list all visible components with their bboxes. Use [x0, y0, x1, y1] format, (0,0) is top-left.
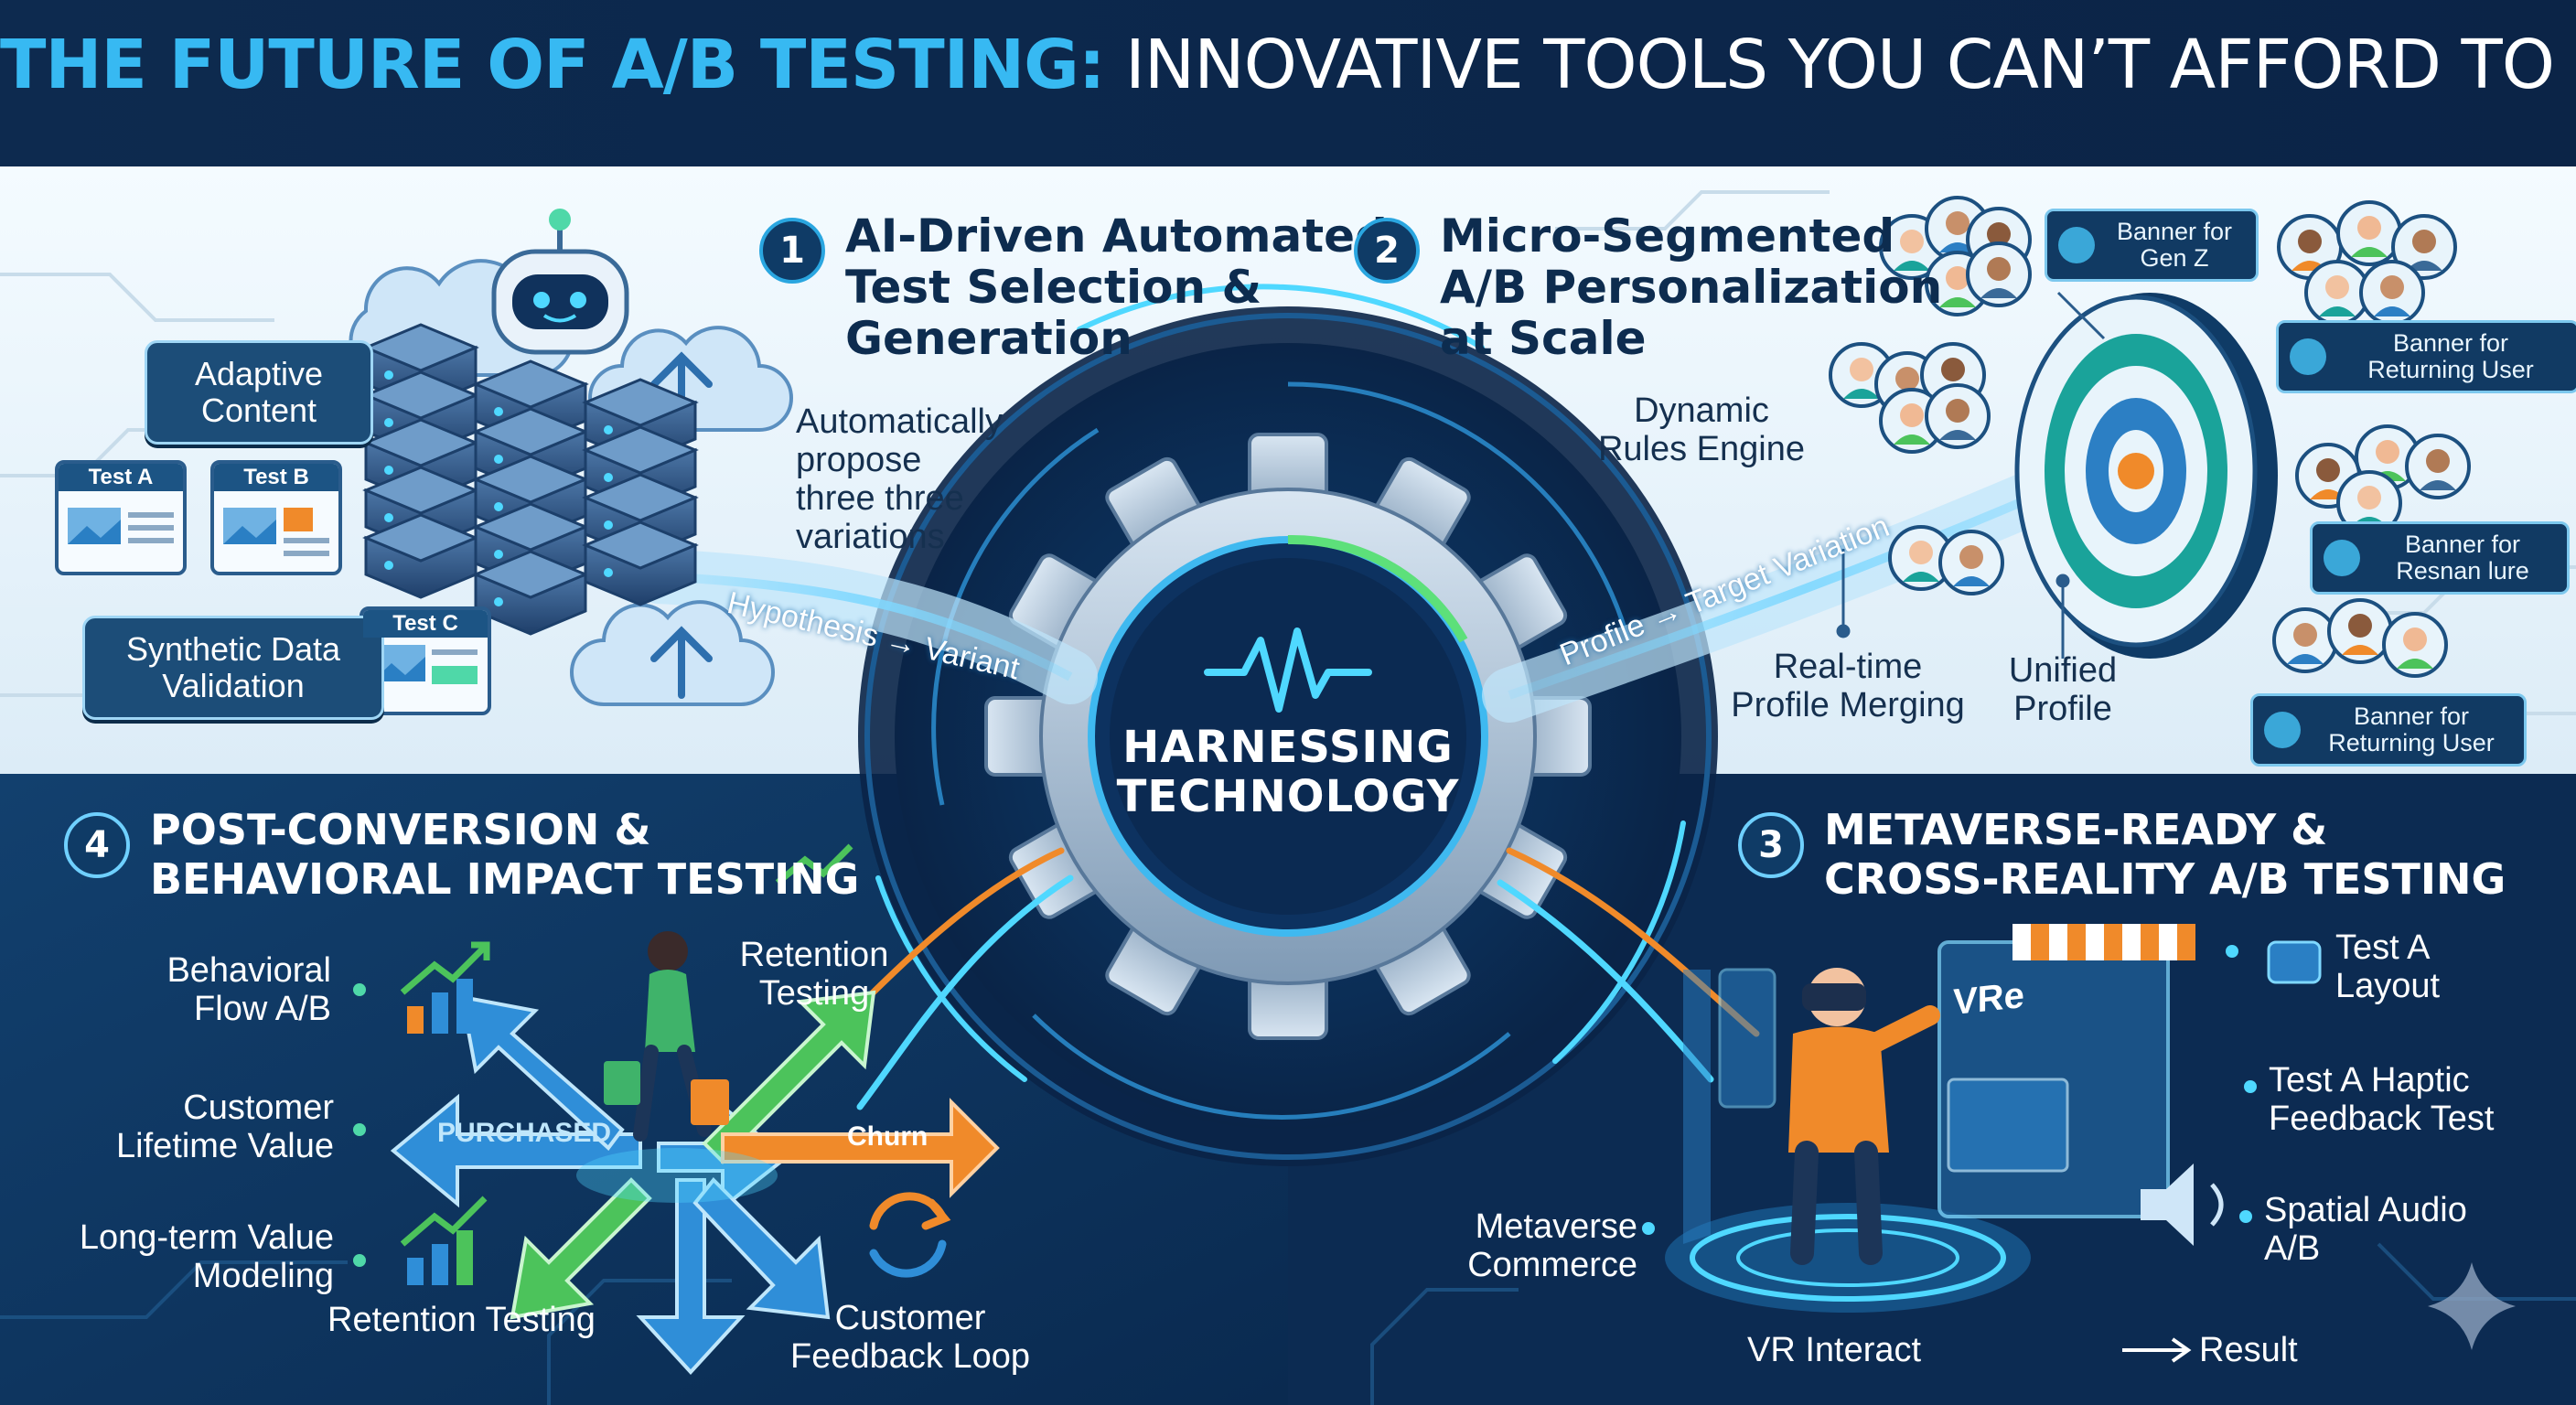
banner-returning-user-2: Banner for Returning User [2250, 693, 2527, 767]
vr-headset-icon [2267, 940, 2322, 984]
section2-header: 2 Micro-Segmented A/B Personalization at… [1354, 210, 1942, 364]
persona-avatars [1829, 196, 2471, 678]
avatar-icon [2324, 540, 2360, 576]
persona-avatar [2391, 214, 2457, 280]
heartbeat-icon [1204, 627, 1372, 713]
persona-avatar [1966, 241, 2032, 307]
retention-bottom-label: Retention Testing [327, 1301, 596, 1339]
persona-avatar [2405, 434, 2471, 499]
section3-header: 3 METAVERSE-READY & CROSS-REALITY A/B TE… [1738, 805, 2506, 904]
rules-engine-label: Dynamic Rules Engine [1597, 391, 1806, 468]
section1-number: 1 [759, 218, 825, 284]
purchased-label: PURCHASED [437, 1118, 612, 1148]
feedback-loop-label: Customer Feedback Loop [790, 1299, 1030, 1376]
persona-avatar [2327, 598, 2393, 664]
refresh-icon [869, 1192, 951, 1278]
test-card-b-label: Test B [214, 464, 338, 491]
ltv-label: Long-term Value Modeling [79, 1218, 334, 1295]
metaverse-commerce-label: Metaverse Commerce [1467, 1207, 1637, 1284]
server-unit [582, 520, 699, 606]
vr-screen-text: VRe [1953, 974, 2024, 1024]
avatar-icon [2290, 338, 2326, 375]
target-icon [2014, 293, 2278, 659]
title-accent: THE FUTURE OF A/B TESTING: [0, 26, 1106, 104]
retention-top-label: Retention Testing [739, 936, 889, 1013]
layout-test-label: Test A Layout [2335, 928, 2441, 1005]
speaker-icon [2141, 1164, 2224, 1246]
title-main: INNOVATIVE TOOLS YOU CAN’T AFFORD TO IGN… [1125, 26, 2576, 104]
section3-number: 3 [1738, 812, 1804, 878]
section1-heading: AI-Driven Automated Test Selection & Gen… [845, 209, 1388, 365]
sparkle-icon [2428, 1262, 2516, 1350]
section1-description: Automatically propose three three variat… [796, 402, 1003, 556]
section1-header: 1 AI-Driven Automated Test Selection & G… [759, 210, 1388, 364]
section3-heading: METAVERSE-READY & CROSS-REALITY A/B TEST… [1824, 805, 2506, 904]
vr-user-icon [1788, 968, 1940, 1265]
growth-chart-icon [400, 843, 853, 1285]
server-unit [362, 513, 479, 599]
behavioral-flow-label: Behavioral Flow A/B [166, 951, 331, 1028]
spatial-audio-label: Spatial Audio A/B [2264, 1191, 2467, 1268]
profile-merging-label: Real-time Profile Merging [1731, 648, 1965, 724]
churn-label: Churn [847, 1121, 928, 1152]
persona-avatar [2382, 612, 2448, 678]
server-unit [472, 550, 589, 636]
banner-resnan-lure: Banner for Resnan lure [2310, 521, 2570, 595]
avatar-icon [2058, 227, 2095, 263]
persona-avatar [2359, 260, 2425, 326]
vr-scene [1665, 924, 2195, 1313]
persona-avatar [2336, 200, 2402, 266]
section2-heading: Micro-Segmented A/B Personalization at S… [1440, 209, 1943, 365]
adaptive-content-callout: Adaptive Content [145, 340, 373, 445]
hub-label: HARNESSING TECHNOLOGY [1116, 722, 1460, 822]
gear-icon [984, 433, 1592, 1040]
section4-heading: POST-CONVERSION & BEHAVIORAL IMPACT TEST… [150, 805, 860, 904]
section4-header: 4 POST-CONVERSION & BEHAVIORAL IMPACT TE… [64, 805, 859, 904]
test-card-a-label: Test A [59, 464, 183, 491]
persona-avatar [1925, 383, 1991, 449]
synthetic-data-callout: Synthetic Data Validation [82, 616, 384, 720]
unified-profile-label: Unified Profile [2008, 651, 2118, 728]
avatar-icon [2264, 712, 2301, 748]
banner-gen-z: Banner for Gen Z [2045, 209, 2259, 282]
test-card-c-label: Test C [363, 610, 488, 638]
section2-number: 2 [1354, 218, 1420, 284]
storefront-icon [2012, 924, 2195, 960]
result-label: Result [2199, 1331, 2298, 1369]
robot-icon [491, 209, 629, 355]
direction-arrows [390, 990, 1000, 1375]
server-stack-icon [362, 323, 699, 636]
banner-returning-user: Banner for Returning User [2276, 320, 2576, 393]
persona-avatar [2336, 470, 2402, 536]
persona-avatar [2304, 260, 2370, 326]
page-title: THE FUTURE OF A/B TESTING: INNOVATIVE TO… [0, 26, 2576, 104]
shopper-icon [604, 931, 729, 1142]
haptic-test-label: Test A Haptic Feedback Test [2269, 1061, 2495, 1138]
section4-number: 4 [64, 812, 130, 878]
clv-label: Customer Lifetime Value [116, 1089, 334, 1165]
persona-avatar [2272, 607, 2338, 673]
persona-avatar [1938, 530, 2004, 595]
vr-interact-label: VR Interact [1747, 1331, 1922, 1369]
